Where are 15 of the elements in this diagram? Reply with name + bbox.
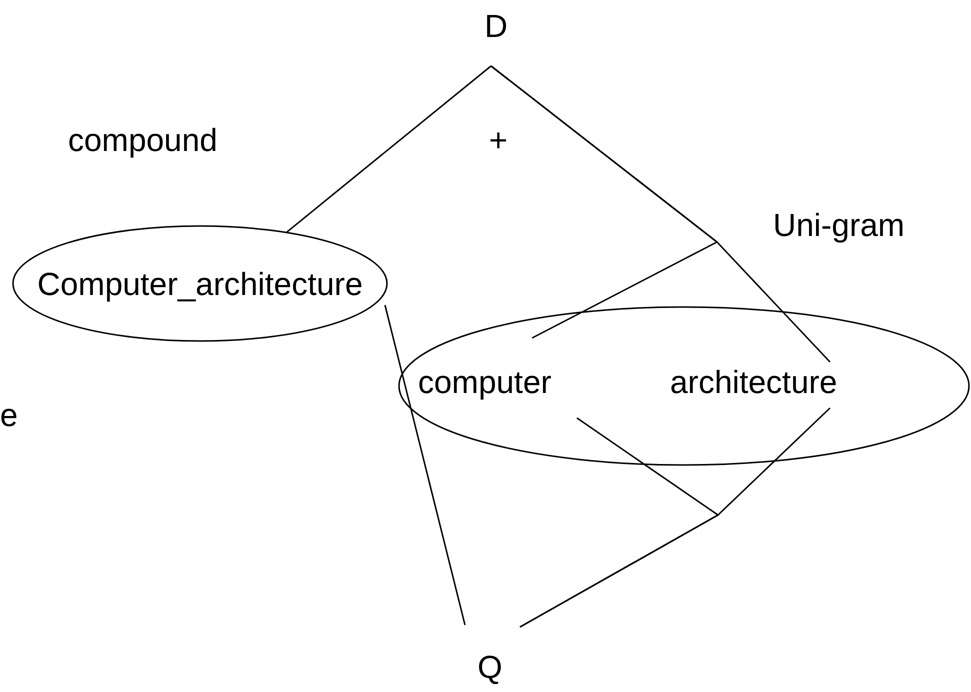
connector-line	[384, 304, 466, 626]
text-label: e	[0, 396, 18, 435]
connector-line	[286, 65, 492, 233]
ellipse-node	[398, 306, 970, 466]
term-label: Computer_architecture	[37, 264, 363, 304]
ellipse-node	[12, 225, 388, 342]
term-label: D	[466, 0, 526, 66]
term-label: Q	[460, 625, 520, 692]
connector-line	[490, 65, 831, 363]
text-label: Uni-gram	[773, 206, 905, 245]
term-label: computer	[418, 338, 640, 418]
text-label: compound	[68, 121, 218, 160]
term-label: architecture	[670, 362, 926, 408]
text-label: +	[489, 121, 508, 160]
connector-line	[520, 407, 831, 628]
